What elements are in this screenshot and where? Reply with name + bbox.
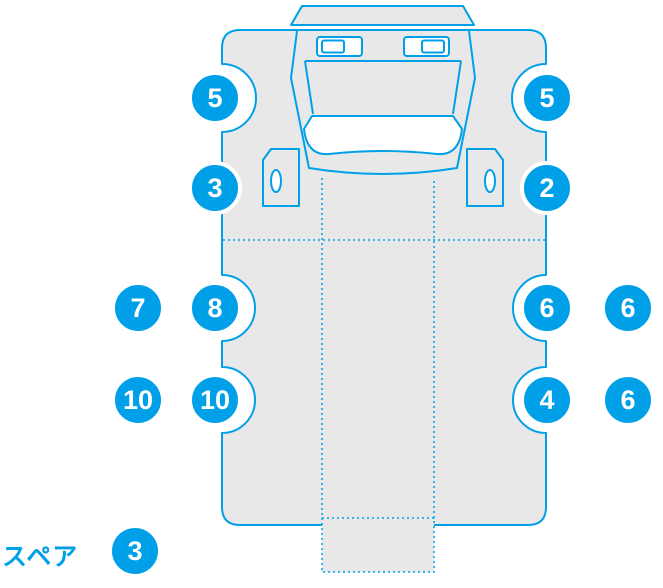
tire-value: 2: [539, 172, 555, 203]
tire-value: 3: [127, 535, 143, 566]
tire-badge-cab-step-right[interactable]: 2: [520, 161, 574, 215]
tire-value: 10: [122, 384, 154, 415]
tire-badge-spare[interactable]: 3: [108, 524, 162, 578]
tire-badge-rear-left-outer[interactable]: 10: [111, 373, 165, 427]
tire-value: 5: [539, 82, 555, 113]
tire-value: 6: [620, 292, 636, 323]
windshield-shape: [303, 115, 463, 156]
tire-badge-cab-step-left[interactable]: 3: [188, 161, 242, 215]
tire-badge-rear-right-inner[interactable]: 4: [520, 373, 574, 427]
tire-badge-mid-right-outer[interactable]: 6: [601, 281, 655, 335]
tire-badge-rear-right-outer[interactable]: 6: [601, 373, 655, 427]
tire-value: 5: [207, 82, 223, 113]
side-step-left-slot: [270, 169, 282, 193]
spare-tire-label: スペア: [2, 543, 79, 571]
roof-window-left-inner: [321, 39, 345, 54]
roof-window-right-inner: [421, 39, 445, 54]
chassis-column-outline: [321, 178, 435, 573]
tire-value: 4: [539, 384, 555, 415]
tire-badge-mid-left-inner[interactable]: 8: [188, 281, 242, 335]
chassis-column-fill: [322, 178, 434, 572]
tire-value: 3: [207, 172, 223, 203]
tire-value: 7: [130, 292, 146, 323]
tire-value: 10: [199, 384, 231, 415]
tire-badge-mid-right-inner[interactable]: 6: [520, 281, 574, 335]
tire-value: 8: [207, 292, 223, 323]
tire-badge-front-right[interactable]: 5: [520, 71, 574, 125]
side-step-right-slot: [484, 169, 496, 193]
tire-badge-rear-left-inner[interactable]: 10: [188, 373, 242, 427]
hood-crease-lines: [304, 60, 462, 115]
tire-value: 6: [539, 292, 555, 323]
tire-badge-front-left[interactable]: 5: [188, 71, 242, 125]
tire-value: 6: [620, 384, 636, 415]
front-bumper-shape: [290, 5, 475, 26]
tire-badge-mid-left-outer[interactable]: 7: [111, 281, 165, 335]
